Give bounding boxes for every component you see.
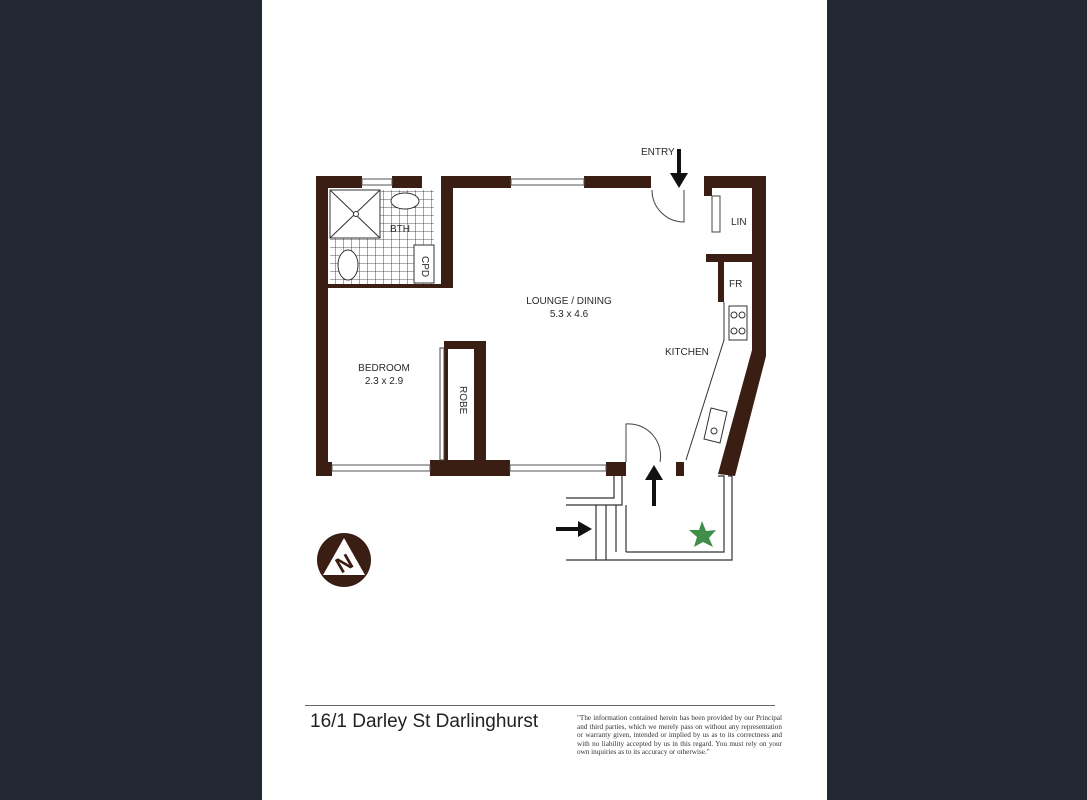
label-entry: ENTRY: [641, 147, 675, 158]
balcony: [566, 475, 733, 561]
walls: [316, 176, 766, 476]
up-arrow-icon: [645, 465, 663, 506]
disclaimer-text: "The information contained herein has be…: [577, 714, 782, 757]
label-robe: ROBE: [457, 386, 468, 415]
label-bedroom: BEDROOM: [358, 363, 410, 374]
label-kitchen: KITCHEN: [665, 347, 709, 358]
plant-icon: [689, 521, 716, 547]
label-lounge: LOUNGE / DINING: [526, 296, 612, 307]
label-bth: BTH: [390, 224, 410, 235]
label-lin: LIN: [731, 217, 747, 228]
doors: [439, 189, 721, 463]
windows: [331, 178, 607, 472]
label-bedroom-dim: 2.3 x 2.9: [365, 376, 404, 387]
kitchen-bench: [685, 302, 748, 461]
label-lounge-dim: 5.3 x 4.6: [550, 309, 589, 320]
label-fr: FR: [729, 279, 742, 290]
property-address: 16/1 Darley St Darlinghurst: [310, 711, 539, 732]
entry-arrow-icon: [670, 149, 688, 188]
compass-icon: N: [317, 533, 371, 587]
floorplan-page: [262, 0, 827, 800]
right-arrow-icon: [556, 521, 592, 537]
label-cpd: CPD: [419, 256, 430, 277]
bathroom-fixtures: [329, 189, 435, 284]
footer-divider: [305, 705, 775, 706]
